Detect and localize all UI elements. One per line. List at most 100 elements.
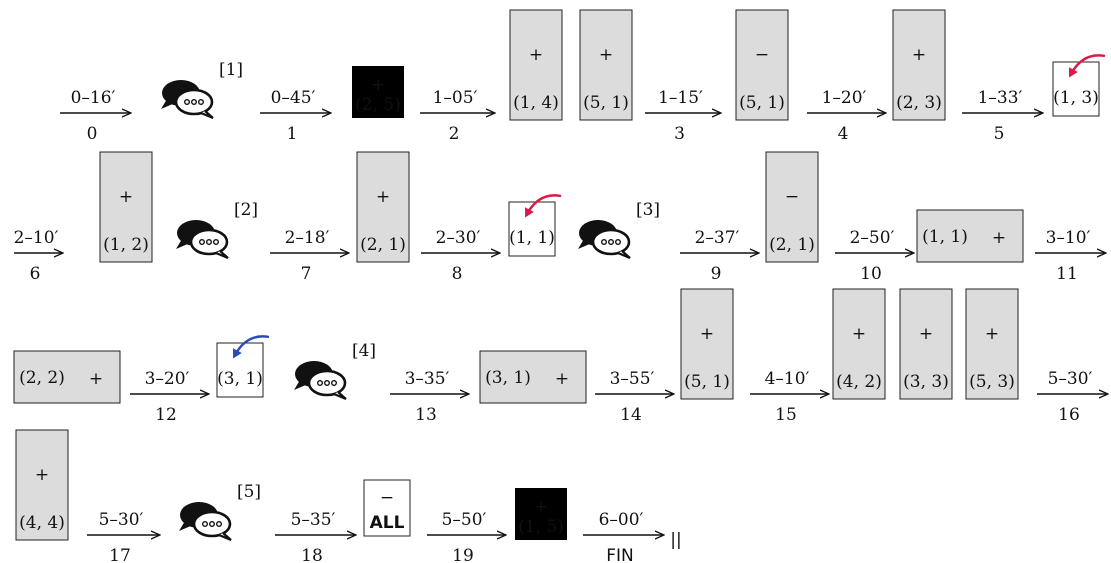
action-coordinate: (3, 1) (485, 368, 531, 388)
end-marker-text: || (670, 530, 681, 550)
transition-arrow: 3–35′13 (390, 369, 468, 425)
arrow-time-label: 2–18′ (285, 228, 330, 248)
action-sign: + (35, 465, 49, 485)
arrow-step-label: 14 (620, 405, 642, 425)
action-coordinate: ALL (370, 513, 405, 533)
action-sign: + (700, 324, 714, 344)
action-coordinate: (1, 5) (518, 517, 564, 537)
undo-arrow-icon (233, 335, 270, 359)
arrow-step-label: 0 (87, 124, 98, 144)
end-marker: || (670, 530, 681, 550)
transition-arrow: 2–50′10 (835, 228, 913, 284)
action-box-all: − ALL (363, 479, 411, 537)
transition-arrow: 2–10′ 6 (14, 228, 62, 284)
arrow-time-label: 2–50′ (850, 228, 895, 248)
action-box-wide: (3, 1) + (479, 350, 587, 404)
transition-arrow: 5–30′17 (87, 510, 159, 563)
action-coordinate: (5, 1) (739, 93, 785, 113)
transition-arrow: 1–05′2 (420, 88, 494, 144)
undo-arrow-icon (1069, 54, 1106, 78)
transition-arrow: 1–33′5 (962, 88, 1042, 144)
action-coordinate: (5, 1) (684, 372, 730, 392)
arrow-step-label: 4 (838, 124, 849, 144)
action-coordinate: (5, 1) (583, 93, 629, 113)
chat-bubble-icon: [2] (176, 200, 258, 260)
chat-bubble-icon: [5] (179, 482, 261, 542)
action-coordinate: (4, 4) (19, 513, 65, 533)
action-coordinate: (3, 1) (217, 369, 263, 389)
transition-arrow: 1–20′4 (807, 88, 885, 144)
action-box-tall: +(2, 3) (892, 9, 946, 121)
action-sign: + (119, 187, 133, 207)
chat-bubble-icon: [1] (161, 60, 243, 120)
action-coordinate: (5, 3) (969, 372, 1015, 392)
action-box-tall: +(1, 4) (509, 9, 563, 121)
action-sign: − (785, 187, 799, 207)
action-box-black: +(1, 5) (515, 488, 567, 540)
action-box-tall: +(4, 2) (832, 288, 886, 400)
arrow-step-label: 8 (452, 264, 463, 284)
arrow-time-label: 2–37′ (695, 228, 740, 248)
arrow-time-label: 5–30′ (1048, 369, 1093, 389)
chat-reference-label: [1] (219, 60, 243, 80)
arrow-time-label: 0–16′ (71, 88, 116, 108)
action-box-tall: + (5, 1) (579, 9, 633, 121)
action-box-tall: − (2, 1) (765, 151, 819, 263)
action-coordinate: (1, 1) (509, 228, 555, 248)
action-coordinate: (1, 4) (513, 93, 559, 113)
arrow-step-label: 11 (1056, 264, 1078, 284)
action-coordinate: (2, 5) (355, 95, 401, 115)
arrow-time-label: 2–30′ (436, 228, 481, 248)
arrow-time-label: 1–33′ (978, 88, 1023, 108)
action-sign: + (985, 324, 999, 344)
action-sign: + (992, 228, 1006, 248)
action-coordinate: (2, 3) (896, 93, 942, 113)
action-coordinate: (2, 1) (769, 235, 815, 255)
action-coordinate: (2, 2) (19, 368, 65, 388)
arrow-step-label: 19 (452, 546, 474, 563)
transition-arrow: 3–20′12 (130, 369, 208, 425)
action-sign: + (534, 497, 548, 517)
arrow-time-label: 3–55′ (610, 369, 655, 389)
action-box-tall: + (3, 3) (899, 288, 953, 400)
transition-arrow: 1–15′3 (645, 88, 720, 144)
action-sign: − (380, 488, 394, 508)
chat-bubble-icon: [4] (294, 341, 376, 401)
chat-reference-label: [5] (237, 482, 261, 502)
action-box-tall: − (5, 1) (735, 9, 789, 121)
action-coordinate: (3, 3) (903, 372, 949, 392)
action-sign: + (852, 324, 866, 344)
arrow-time-label: 6–00′ (599, 510, 644, 530)
transition-arrow: 5–30′ 16 (1037, 369, 1107, 425)
action-box-undo: (3, 1) (216, 335, 270, 398)
action-box-tall: + (5, 1) (680, 288, 734, 400)
action-coordinate: (1, 3) (1053, 88, 1099, 108)
action-sign: + (371, 75, 385, 95)
arrow-step-label: 12 (155, 405, 177, 425)
action-box-tall: + (5, 3) (965, 288, 1019, 400)
action-box-wide: (1, 1)+ (916, 209, 1024, 263)
arrow-time-label: 4–10′ (765, 369, 810, 389)
action-box-black: +(2, 5) (352, 66, 404, 118)
action-sign: + (555, 369, 569, 389)
arrow-step-label: 15 (775, 405, 797, 425)
transition-arrow: 5–50′19 (427, 510, 505, 563)
arrow-step-label: 16 (1058, 405, 1080, 425)
transition-arrow: 2–18′ 7 (270, 228, 348, 284)
chat-reference-label: [4] (352, 341, 376, 361)
arrow-step-label: 6 (30, 264, 41, 284)
arrow-step-label: 7 (301, 264, 312, 284)
action-sign: + (599, 45, 613, 65)
transition-arrow: 3–55′ 14 (595, 369, 673, 425)
arrow-time-label: 3–10′ (1046, 228, 1091, 248)
chat-reference-label: [3] (636, 200, 660, 220)
chat-bubble-icon: [3] (578, 200, 660, 260)
action-sign: + (919, 324, 933, 344)
arrow-time-label: 2–10′ (14, 228, 59, 248)
chat-reference-label: [2] (234, 200, 258, 220)
action-sign: + (376, 187, 390, 207)
arrow-step-label: 18 (301, 546, 323, 563)
action-box-tall: +(1, 2) (99, 151, 153, 263)
action-sign: − (755, 45, 769, 65)
